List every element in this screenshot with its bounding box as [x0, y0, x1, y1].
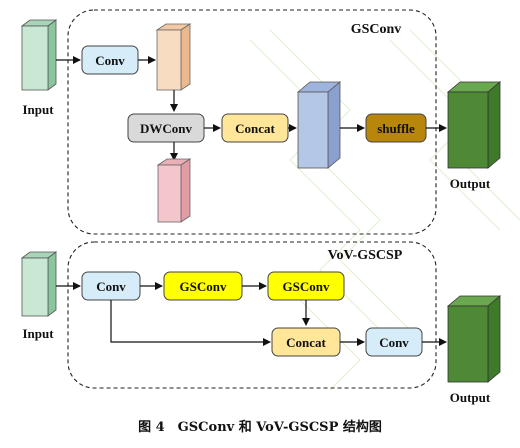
gsconv-output-label: Output: [450, 176, 491, 191]
vov-conv-label: Conv: [96, 279, 126, 294]
gsconv-conv-label: Conv: [95, 53, 125, 68]
gsconv-concat-label: Concat: [235, 121, 275, 136]
vov-concat-label: Concat: [286, 335, 326, 350]
vov-title: VoV-GSCSP: [328, 248, 403, 263]
vov-input-label: Input: [22, 326, 54, 341]
vov-gscsp-block: VoV-GSCSP Input Conv GSConv GSConv Conca…: [20, 241, 502, 405]
gsconv1-label: GSConv: [180, 279, 227, 294]
vov-output-tensor: [446, 295, 502, 383]
gsconv-input-label: Input: [22, 102, 54, 117]
dwconv-label: DWConv: [140, 121, 193, 136]
vov-input-tensor: [20, 251, 58, 317]
vov-dashed-frame: [67, 241, 437, 389]
concat-output-tensor: [296, 81, 342, 169]
vov-conv2-label: Conv: [379, 335, 409, 350]
dwconv-output-tensor: [156, 158, 192, 223]
gsconv-dashed-frame: [67, 9, 437, 235]
gsconv2-label: GSConv: [283, 279, 330, 294]
gsconv-block: GSConv Input Conv DWConv: [20, 9, 502, 235]
skip-connection-arrow: [110, 300, 271, 346]
conv-output-tensor: [155, 23, 192, 91]
gsconv-title: GSConv: [351, 22, 402, 37]
vov-output-label: Output: [450, 390, 491, 405]
gsconv-input-tensor: [20, 19, 58, 91]
shuffle-label: shuffle: [377, 121, 415, 136]
gsconv-output-tensor: [446, 81, 502, 169]
figure-caption: 图 4 GSConv 和 VoV-GSCSP 结构图: [138, 420, 382, 435]
